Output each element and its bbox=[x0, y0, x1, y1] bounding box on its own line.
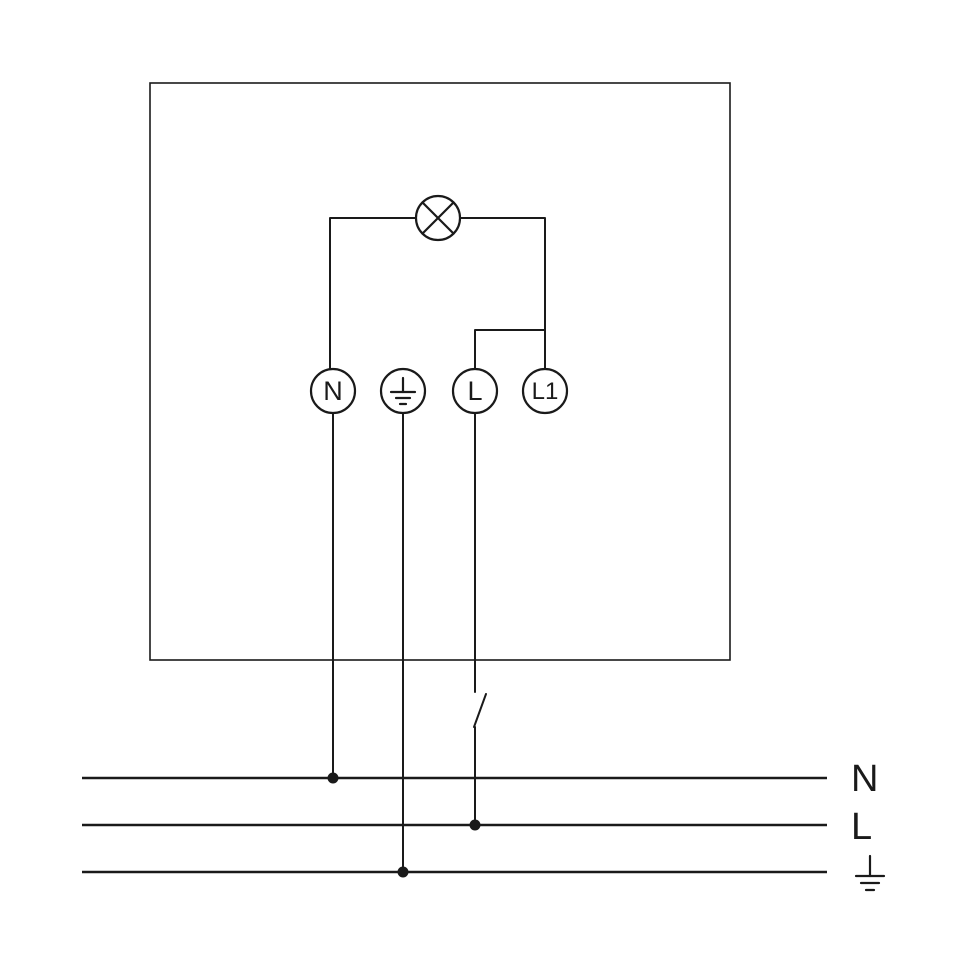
lamp-cross-line-2 bbox=[421, 201, 455, 235]
bus-line-label: L bbox=[851, 806, 872, 848]
terminal-l1-label: L1 bbox=[532, 378, 559, 405]
ground-icon bbox=[854, 854, 886, 892]
terminal-l1-circle bbox=[521, 367, 569, 415]
terminal-earth bbox=[379, 367, 427, 415]
lamp-icon bbox=[414, 194, 462, 242]
terminal-l1: L1 bbox=[521, 367, 569, 415]
wire-bridge-l-to-l1 bbox=[474, 329, 546, 370]
wire-lamp-to-terminal-l1 bbox=[459, 217, 546, 370]
terminal-n: N bbox=[309, 367, 357, 415]
wire-lamp-to-terminal-n bbox=[329, 217, 417, 370]
terminal-n-label: N bbox=[323, 376, 343, 406]
terminal-l: L bbox=[451, 367, 499, 415]
terminal-l-label: L bbox=[467, 376, 482, 406]
bus-neutral-label: N bbox=[851, 758, 878, 800]
device-outline-box bbox=[149, 82, 731, 661]
earth-icon bbox=[389, 376, 417, 406]
switch-icon bbox=[473, 693, 487, 728]
